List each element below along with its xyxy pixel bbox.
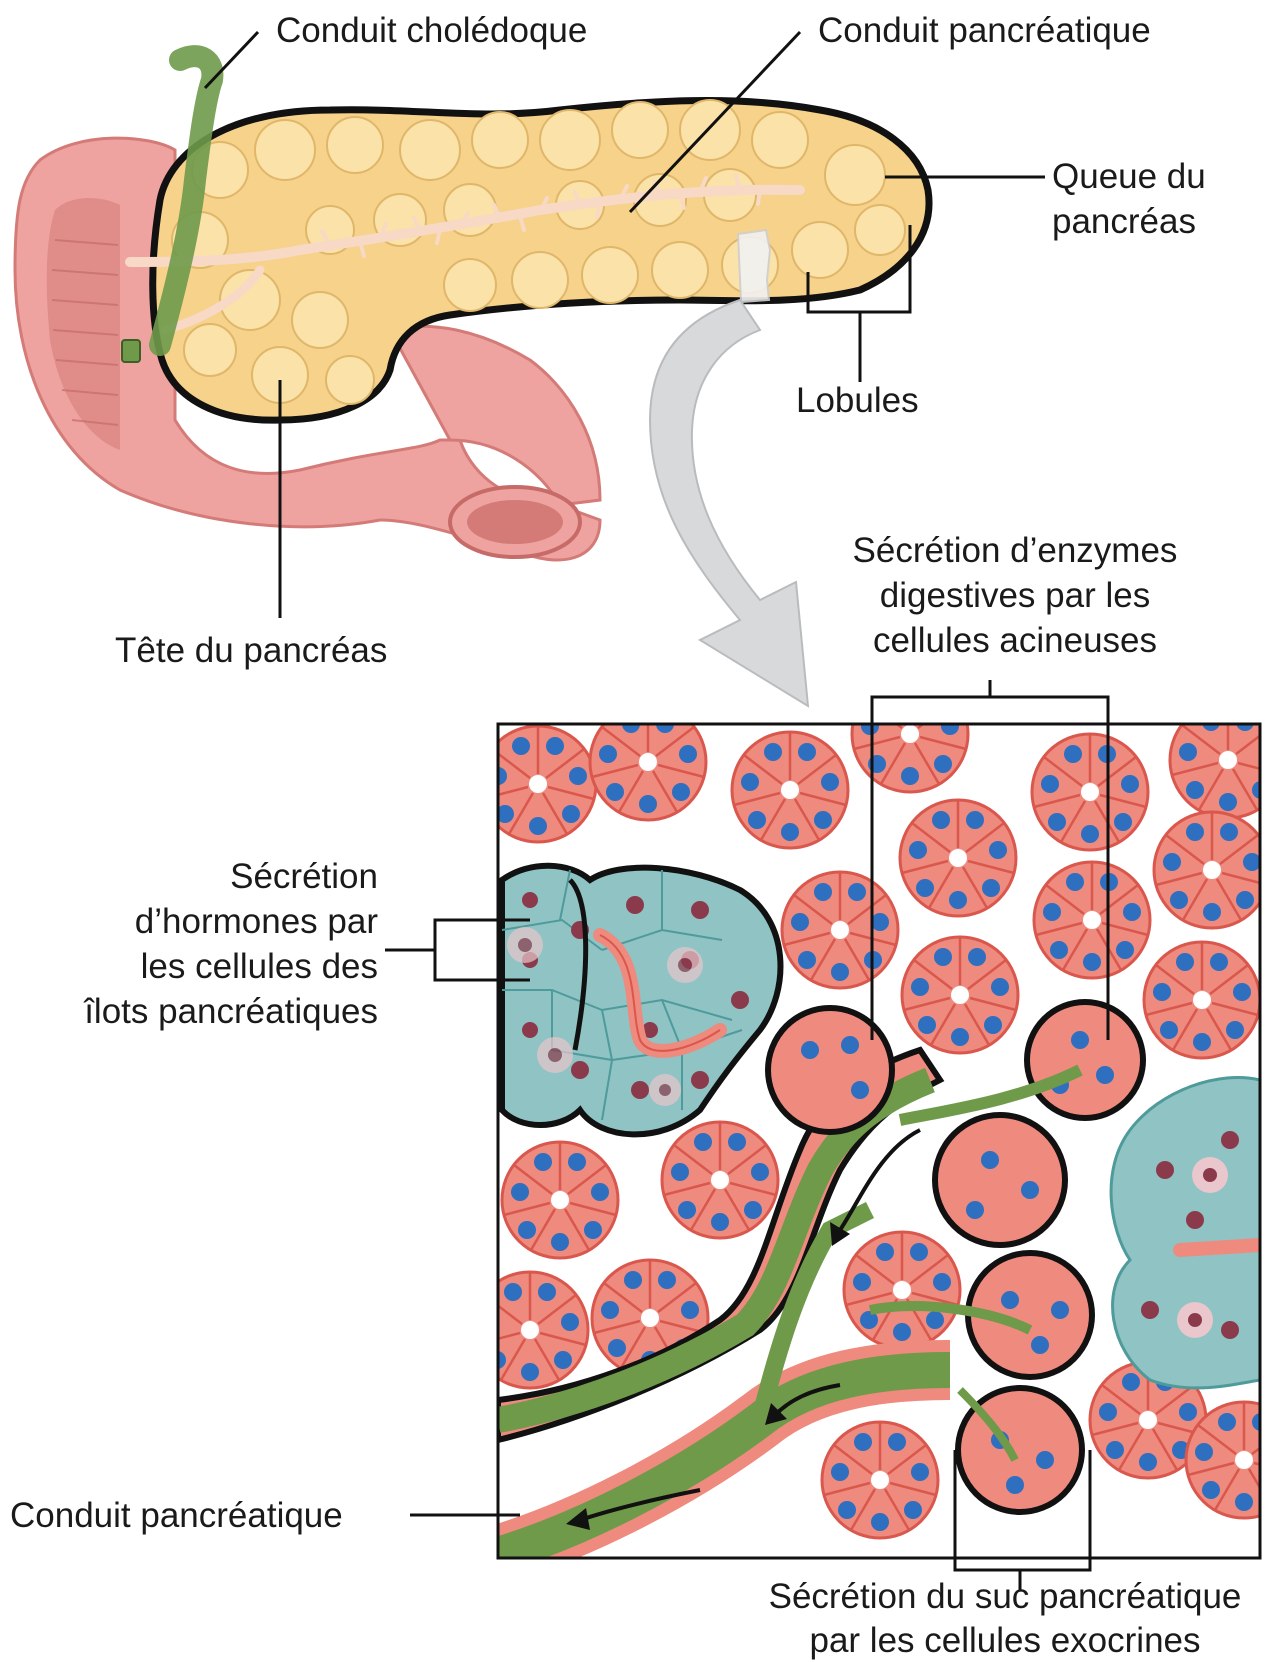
label-islet-line2: d’hormones par bbox=[135, 902, 379, 941]
label-islet-line4: îlots pancréatiques bbox=[83, 992, 378, 1031]
label-pancreatic-duct-bottom: Conduit pancréatique bbox=[10, 1496, 343, 1535]
label-islet-line3: les cellules des bbox=[141, 947, 378, 986]
pancreatic-islet-right bbox=[1111, 1077, 1260, 1387]
label-tail-line1: Queue du bbox=[1052, 157, 1206, 196]
label-pancreatic-duct-top: Conduit pancréatique bbox=[818, 11, 1151, 50]
histology-box bbox=[472, 676, 1280, 1558]
label-acinar-line2: digestives par les bbox=[880, 576, 1150, 615]
label-exocrine-line1: Sécrétion du suc pancréatique bbox=[769, 1577, 1242, 1616]
zoom-arrow bbox=[650, 300, 808, 706]
label-acinar-line1: Sécrétion d’enzymes bbox=[853, 531, 1178, 570]
label-tail-line2: pancréas bbox=[1052, 202, 1196, 241]
label-head: Tête du pancréas bbox=[115, 631, 387, 670]
label-exocrine-line2: par les cellules exocrines bbox=[809, 1621, 1200, 1660]
label-islet-line1: Sécrétion bbox=[230, 857, 378, 896]
label-lobules: Lobules bbox=[796, 381, 919, 420]
label-acinar-line3: cellules acineuses bbox=[873, 621, 1157, 660]
label-common-bile-duct: Conduit cholédoque bbox=[276, 11, 587, 50]
